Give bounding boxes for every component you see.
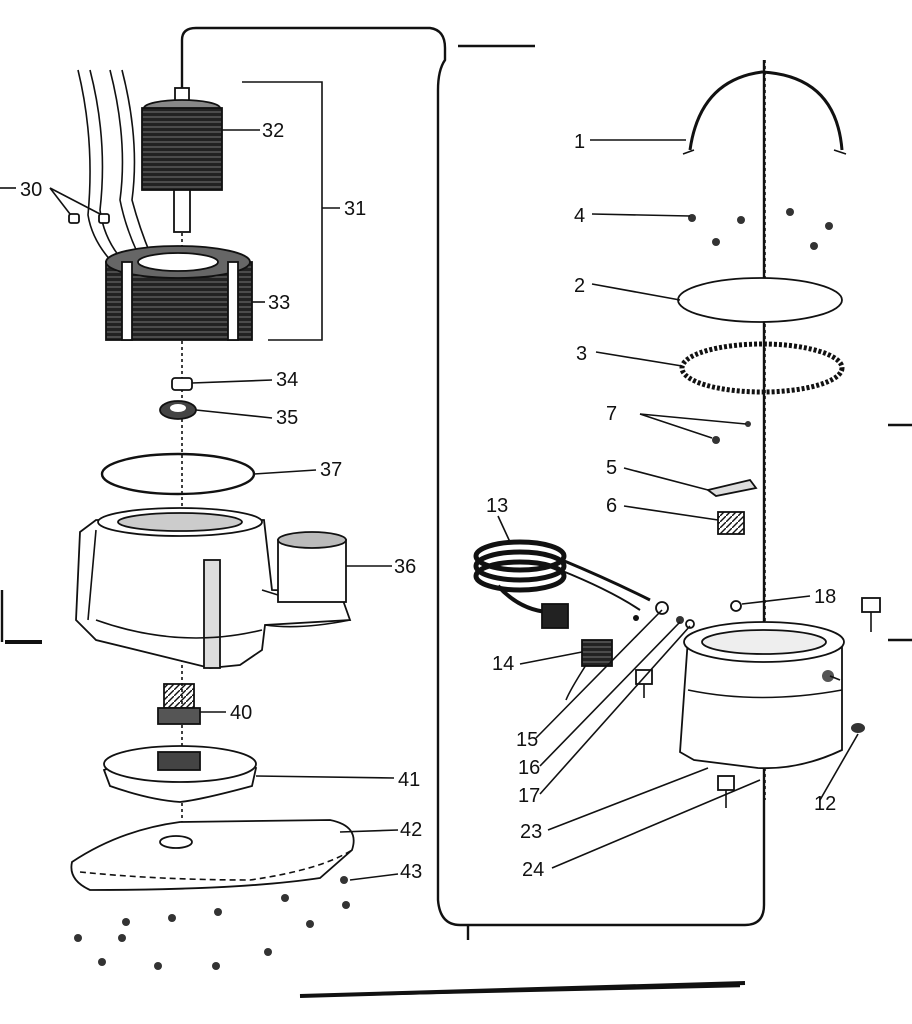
- callout-31: 31: [344, 198, 366, 220]
- assembly-frame: [0, 26, 912, 998]
- cover-plate-2: [677, 277, 843, 323]
- callout-37: 37: [320, 459, 342, 481]
- callout-3: 3: [576, 343, 587, 365]
- callout-43: 43: [400, 861, 422, 883]
- callout-12: 12: [814, 793, 836, 815]
- callout-42: 42: [400, 819, 422, 841]
- rotor-32: [141, 87, 223, 233]
- bolt-24-head: [717, 775, 735, 791]
- bearing-34: [171, 377, 193, 391]
- callout-6: 6: [606, 495, 617, 517]
- base-screws-43: [74, 876, 350, 970]
- leader-lines: [49, 129, 859, 881]
- callout-40: 40: [230, 702, 252, 724]
- callout-23: 23: [520, 821, 542, 843]
- callout-4: 4: [574, 205, 585, 227]
- motor-housing-36: [75, 507, 352, 669]
- callout-32: 32: [262, 120, 284, 142]
- callout-35: 35: [276, 407, 298, 429]
- callout-15: 15: [516, 729, 538, 751]
- screw-7b: [745, 421, 751, 427]
- impeller-41: [102, 745, 258, 803]
- callout-36: 36: [394, 556, 416, 578]
- bolt-head-top: [861, 597, 881, 613]
- callout-1: 1: [574, 131, 585, 153]
- switch-housing: [679, 621, 845, 770]
- stator-33: [105, 245, 253, 341]
- fitting-16: [676, 616, 684, 624]
- callout-7: 7: [606, 403, 617, 425]
- power-cord-13: [473, 539, 651, 629]
- fitting-15: [655, 601, 669, 615]
- assembly-bracket-31: [242, 81, 323, 341]
- callout-16: 16: [518, 757, 540, 779]
- o-ring-37: [100, 452, 256, 496]
- callout-2: 2: [574, 275, 585, 297]
- callout-labels: 30 32 31 33 34 35 37 36 40 41 42 43 1 4 …: [0, 120, 836, 883]
- callout-13: 13: [486, 495, 508, 517]
- callout-41: 41: [398, 769, 420, 791]
- handle-1: [688, 70, 844, 151]
- clamp-5: [705, 478, 758, 497]
- impeller-hub-40: [157, 683, 201, 725]
- callout-33: 33: [268, 292, 290, 314]
- callout-14: 14: [492, 653, 514, 675]
- nut-18: [730, 600, 742, 612]
- callout-17: 17: [518, 785, 540, 807]
- callout-30: 30: [20, 179, 42, 201]
- intake-base-plate-42: [70, 819, 355, 891]
- motor-leads-30: [68, 69, 153, 263]
- cover-screws-4: [688, 208, 833, 250]
- grommet-6: [717, 511, 745, 535]
- callout-24: 24: [522, 859, 544, 881]
- callout-18: 18: [814, 586, 836, 608]
- callout-5: 5: [606, 457, 617, 479]
- switch-14: [565, 639, 613, 701]
- fitting-17: [685, 619, 695, 629]
- gasket-3: [679, 341, 845, 395]
- callout-34: 34: [276, 369, 298, 391]
- screw-7a: [712, 436, 720, 444]
- bolt-12: [851, 723, 865, 733]
